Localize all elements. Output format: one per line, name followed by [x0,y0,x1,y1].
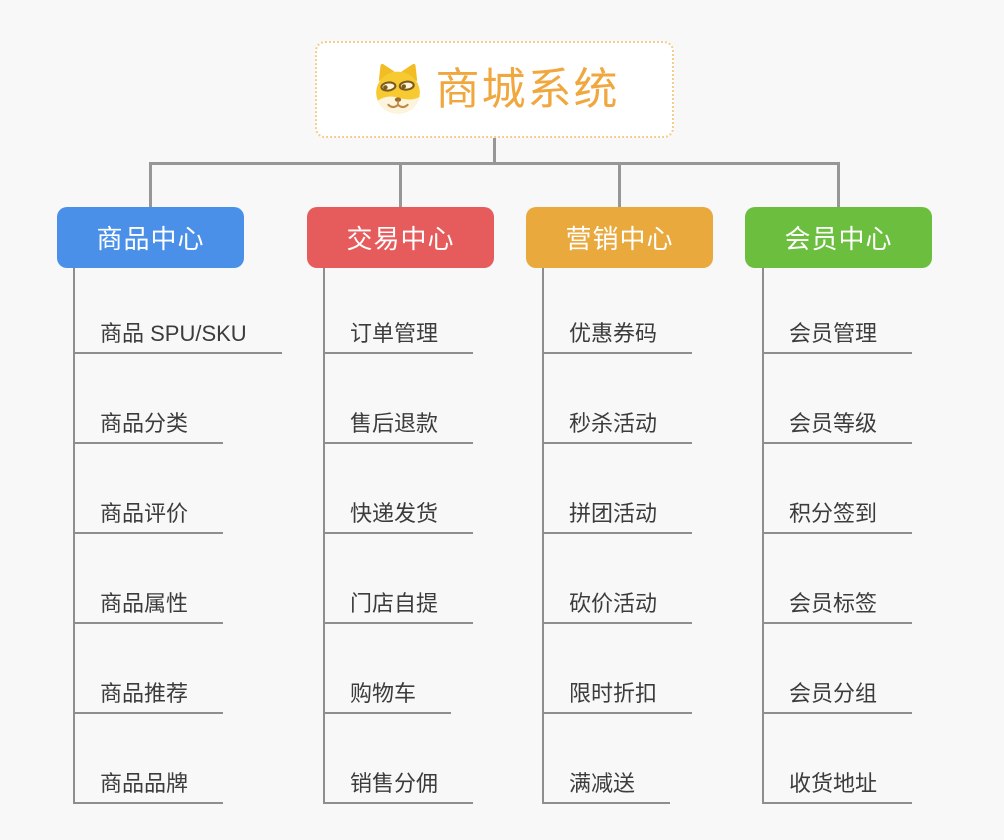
leaf-node[interactable]: 门店自提 [323,590,474,624]
leaf-node[interactable]: 快递发货 [323,500,474,534]
connector-horizontal [149,162,840,165]
branch-node-trade[interactable]: 交易中心 [307,207,494,268]
leaf-node[interactable]: 售后退款 [323,410,474,444]
leaf-node[interactable]: 商品品牌 [73,770,224,804]
branch-node-marketing[interactable]: 营销中心 [526,207,713,268]
leaf-node[interactable]: 优惠券码 [542,320,693,354]
root-node[interactable]: 商城系统 [315,41,674,138]
leaf-node[interactable]: 砍价活动 [542,590,693,624]
leaf-node[interactable]: 商品推荐 [73,680,224,714]
leaf-node[interactable]: 会员分组 [762,680,913,714]
branch-node-products[interactable]: 商品中心 [57,207,244,268]
leaf-node[interactable]: 订单管理 [323,320,474,354]
connector-root-drop [493,137,496,164]
leaf-node[interactable]: 秒杀活动 [542,410,693,444]
connector-drop-branch-3 [618,162,621,208]
branch-node-members[interactable]: 会员中心 [745,207,932,268]
leaf-node[interactable]: 商品评价 [73,500,224,534]
leaf-node[interactable]: 拼团活动 [542,500,693,534]
leaf-node[interactable]: 收货地址 [762,770,913,804]
leaf-node[interactable]: 销售分佣 [323,770,474,804]
leaf-node[interactable]: 积分签到 [762,500,913,534]
leaf-node[interactable]: 商品属性 [73,590,224,624]
branch-trunk-line [73,268,75,804]
leaf-node[interactable]: 满减送 [542,770,671,804]
connector-drop-branch-4 [837,162,840,208]
root-title: 商城系统 [435,64,620,114]
branch-trunk-line [542,268,544,804]
leaf-node[interactable]: 限时折扣 [542,680,693,714]
connector-drop-branch-2 [399,162,402,208]
leaf-node[interactable]: 购物车 [323,680,452,714]
dog-face-icon [375,63,420,114]
branch-trunk-line [762,268,764,804]
leaf-node[interactable]: 商品 SPU/SKU [73,320,282,354]
branch-label: 交易中心 [346,224,455,254]
branch-label: 营销中心 [565,224,674,254]
leaf-node[interactable]: 会员管理 [762,320,913,354]
leaf-node[interactable]: 会员等级 [762,410,913,444]
branch-trunk-line [323,268,325,804]
leaf-node[interactable]: 商品分类 [73,410,224,444]
branch-label: 会员中心 [784,224,893,254]
leaf-node[interactable]: 会员标签 [762,590,913,624]
branch-label: 商品中心 [96,224,205,254]
connector-drop-branch-1 [149,162,152,208]
